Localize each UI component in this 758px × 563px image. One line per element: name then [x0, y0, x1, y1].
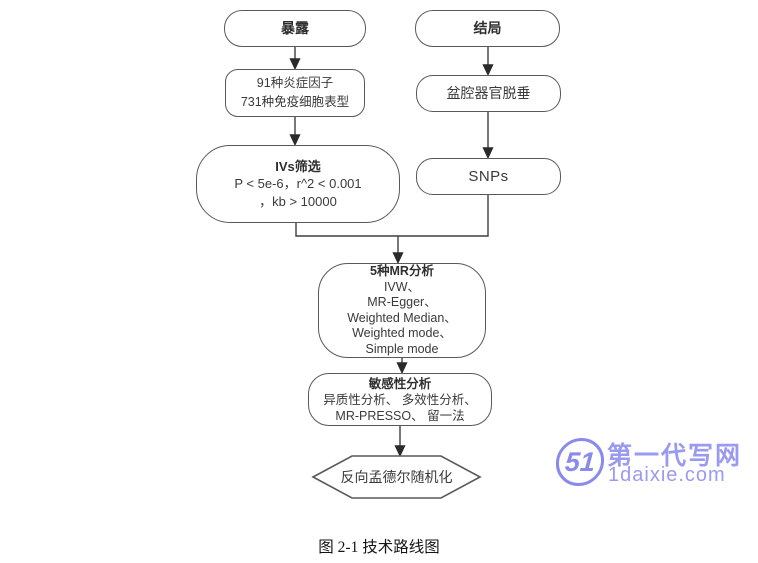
outcome-header-label: 结局 — [473, 20, 502, 37]
mr-analysis-title: 5种MR分析 — [370, 264, 434, 278]
reverse-mr-label: 反向孟德尔随机化 — [340, 469, 453, 485]
mr-method-weighted-mode: Weighted mode、 — [352, 326, 452, 340]
snps-box: SNPs — [416, 158, 561, 195]
figure-caption: 图 2-1 技术路线图 — [318, 539, 440, 556]
watermark-logo-text: 51 — [563, 446, 597, 477]
outcome-data-label: 盆腔器官脱垂 — [446, 85, 531, 102]
watermark-51-logo-icon: 51 — [554, 438, 606, 486]
exposure-data-box: 91种炎症因子 731种免疫细胞表型 — [225, 69, 365, 117]
mr-method-weighted-median: Weighted Median、 — [347, 310, 457, 325]
mr-method-egger: MR-Egger、 — [367, 295, 437, 309]
exposure-data-line2: 731种免疫细胞表型 — [240, 95, 350, 109]
watermark-site-name: 第一代写网 — [607, 442, 743, 470]
sensitivity-title: 敏感性分析 — [368, 376, 432, 391]
ivs-selection-box: IVs筛选 P < 5e-6，r^2 < 0.001 ，kb > 10000 — [196, 145, 400, 223]
watermark: 51 第一代写网 1daixie.com — [553, 435, 758, 500]
ivs-criteria-line2: ，kb > 10000 — [259, 193, 337, 209]
sensitivity-analysis-box: 敏感性分析 异质性分析、 多效性分析、 MR-PRESSO、 留一法 — [308, 373, 492, 426]
reverse-mr-hexagon-label: 反向孟德尔随机化 — [313, 456, 480, 498]
exposure-data-line1: 91种炎症因子 — [256, 76, 334, 91]
sensitivity-line1: 异质性分析、 多效性分析、 — [323, 392, 477, 407]
mr-method-ivw: IVW、 — [383, 279, 421, 294]
mr-method-simple-mode: Simple mode — [365, 341, 439, 356]
sensitivity-line2: MR-PRESSO、 留一法 — [335, 408, 465, 423]
outcome-data-box: 盆腔器官脱垂 — [416, 75, 561, 112]
exposure-header-box: 暴露 — [224, 10, 366, 47]
mr-analysis-box: 5种MR分析 IVW、 MR-Egger、 Weighted Median、 W… — [318, 263, 486, 358]
ivs-criteria-line1: P < 5e-6，r^2 < 0.001 — [234, 176, 362, 192]
exposure-header-label: 暴露 — [281, 20, 309, 37]
outcome-header-box: 结局 — [415, 10, 560, 47]
ivs-selection-title: IVs筛选 — [275, 158, 321, 174]
watermark-site-url: 1daixie.com — [608, 464, 726, 486]
snps-label: SNPs — [468, 167, 509, 185]
